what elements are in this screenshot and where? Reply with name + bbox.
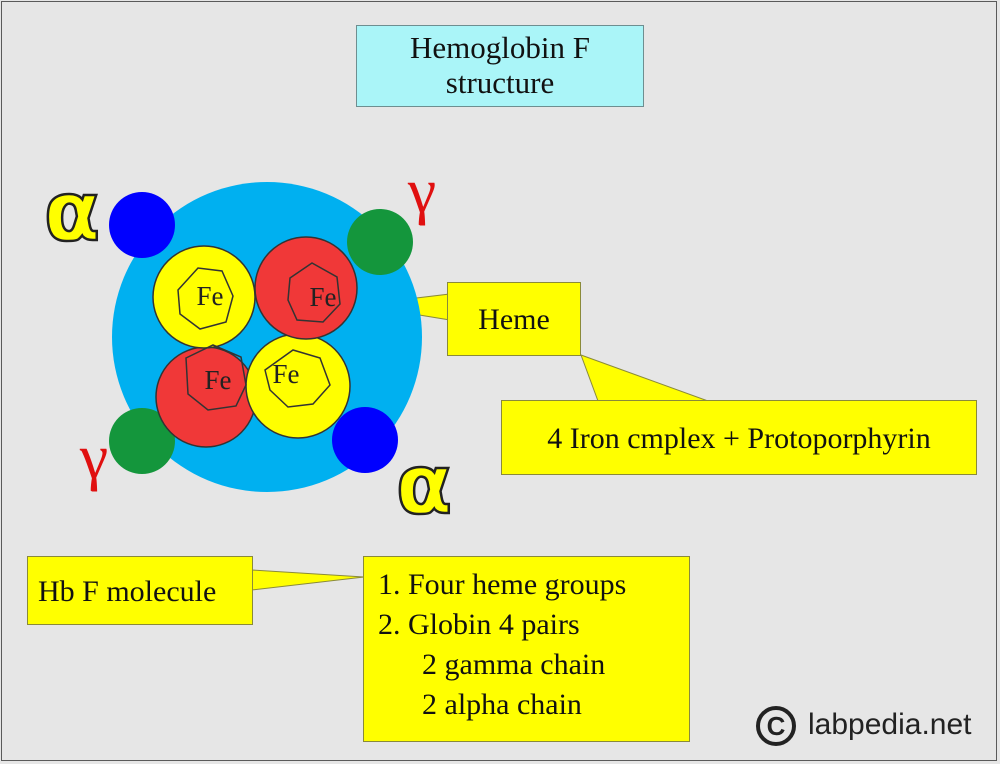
composition-item-2-sub-2: 2 alpha chain [422,688,582,721]
heme-red-top-right [254,236,358,340]
heme-callout: Heme [447,282,581,356]
gamma-label-bottom-left: γ [79,421,108,492]
heme-yellow-top-left [152,245,256,349]
porphyrin-ring-top-right [287,262,341,323]
title-box: Hemoglobin F structure [356,25,644,107]
fe-label-top-left: Fe [197,281,224,311]
composition-list: 1. Four heme groups 2. Globin 4 pairs 2 … [363,556,690,742]
porphyrin-ring-bottom-left [185,344,247,411]
fe-label-bottom-left: Fe [205,365,232,395]
iron-callout-pointer [580,354,709,402]
porphyrin-ring-bottom-right [264,349,331,408]
watermark-text: labpedia.net [808,708,972,741]
copyright-icon: C [756,706,796,746]
title-line-1: Hemoglobin F [410,30,590,65]
fe-label-bottom-right: Fe [273,359,300,389]
alpha-chain-bottom-right [332,407,398,473]
alpha-label-bottom-right: α [396,438,452,533]
hbf-callout-pointer [251,569,365,591]
alpha-label-top-left: α [44,165,100,260]
alpha-chain-top-left [109,192,175,258]
hbf-molecule-callout: Hb F molecule [27,556,253,625]
gamma-chain-top-right [347,209,413,275]
fe-label-top-right: Fe [310,282,337,312]
composition-item-1: 1. Four heme groups [378,568,627,601]
title-line-2: structure [445,65,555,100]
iron-complex-callout: 4 Iron cmplex + Protoporphyrin [501,400,977,475]
composition-item-2: 2. Globin 4 pairs [378,608,580,641]
gamma-chain-bottom-left [109,408,175,474]
gamma-label-top-right: γ [407,155,436,226]
porphyrin-ring-top-left [177,267,234,330]
composition-item-2-sub-1: 2 gamma chain [422,648,606,681]
